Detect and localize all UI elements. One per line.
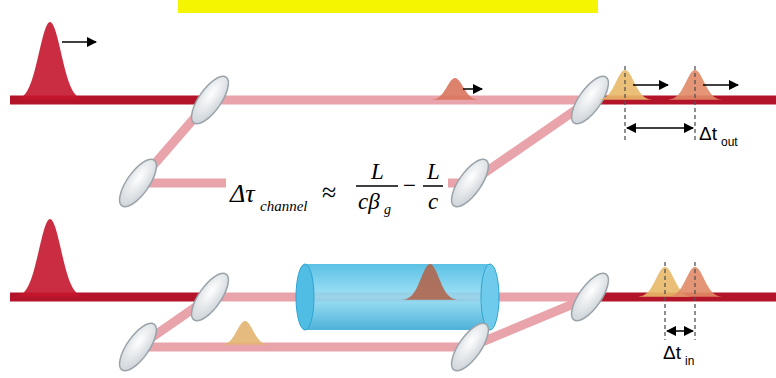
delay-arrow (627, 127, 693, 129)
light-pulse (15, 219, 85, 297)
mirror (445, 318, 495, 376)
delay-label: Δt (699, 124, 717, 143)
fraction-bar (356, 185, 398, 187)
dashed-marker (694, 66, 695, 142)
delay-subscript: in (685, 355, 694, 367)
delay-markers (625, 66, 695, 340)
light-pulse (15, 22, 85, 100)
formula-subscript: g (384, 203, 391, 217)
formula-symbol: Δτ (230, 181, 255, 207)
upper-arm-beam (210, 96, 590, 105)
cylinder-body (305, 264, 490, 330)
cylinder-end (296, 264, 314, 330)
formula-symbol: L (427, 160, 440, 183)
formula-symbol: ≈ (322, 180, 336, 206)
dashed-marker (664, 262, 665, 340)
light-pulse (219, 321, 270, 345)
beam-splitter (185, 71, 235, 129)
motion-arrow (703, 84, 738, 86)
formula-symbol: L (371, 160, 384, 183)
mirror (113, 154, 163, 212)
delay-subscript: out (721, 136, 738, 148)
light-pulse (401, 264, 458, 300)
formula-symbol: − (403, 174, 416, 197)
motion-arrow (463, 88, 482, 90)
formula-subscript: channel (260, 199, 307, 214)
title-bar (178, 0, 598, 13)
formula-ground (226, 150, 448, 218)
fraction-bar (423, 185, 443, 187)
beam-splitter (565, 268, 615, 326)
dashed-marker (624, 66, 625, 142)
formula-patch (226, 150, 448, 218)
formula-symbol: c (428, 190, 438, 213)
mirrors (113, 71, 615, 376)
formula-symbol: cβ (358, 190, 380, 213)
mirror (445, 154, 495, 212)
delay-label: Δt (663, 343, 681, 362)
beam-splitter (185, 268, 235, 326)
motion-arrow (62, 41, 96, 43)
beams (10, 100, 776, 347)
motion-arrow (633, 84, 668, 86)
dashed-marker (694, 262, 695, 340)
cylinder-end (481, 264, 499, 330)
delay-arrow (667, 330, 693, 332)
channel-cylinder (296, 264, 499, 330)
mirror (113, 318, 163, 376)
beam-splitter (565, 71, 615, 129)
pulses (15, 22, 738, 345)
